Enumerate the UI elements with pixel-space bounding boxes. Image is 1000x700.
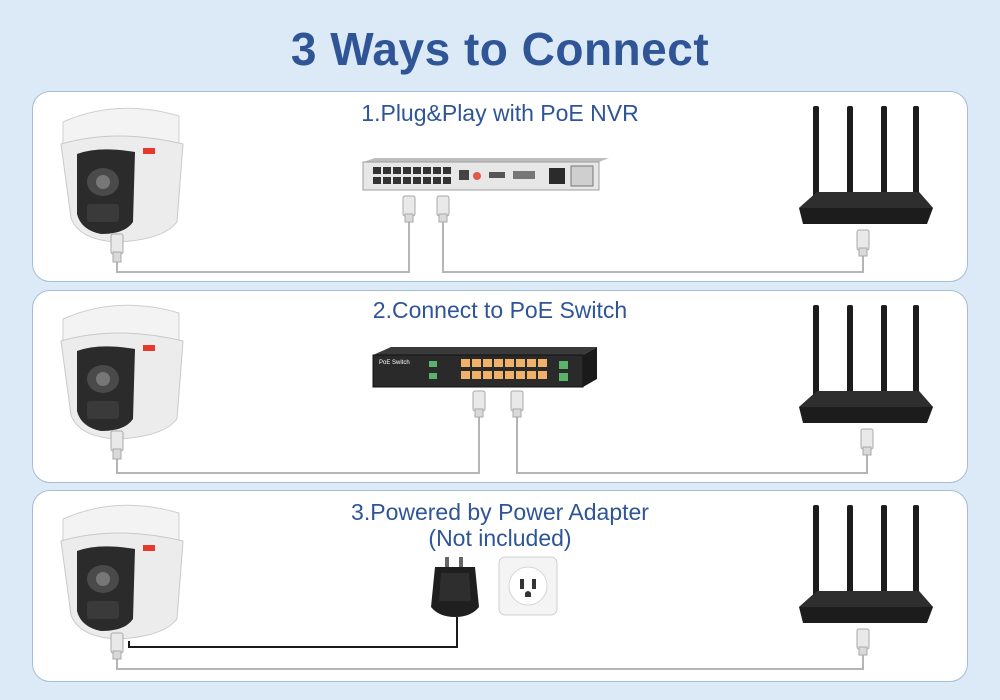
camera-to-adapter-cable xyxy=(128,617,458,648)
switch-brand-label: PoE Switch xyxy=(379,360,410,366)
adapter-connection-diagram xyxy=(60,504,933,670)
cable-lines xyxy=(116,222,864,273)
dome-camera-icon xyxy=(60,504,184,640)
wifi-router-icon xyxy=(799,505,933,623)
method-panel-nvr: 1.Plug&Play with PoE NVR xyxy=(32,91,968,282)
nvr-connection-diagram xyxy=(60,106,933,273)
rj45-connector-icon xyxy=(402,195,416,223)
rj45-connector-icon xyxy=(510,390,524,418)
wifi-router-icon xyxy=(799,106,933,224)
rj45-connector-icon xyxy=(110,430,124,460)
wall-outlet-icon xyxy=(498,556,558,616)
rj45-connector-icon xyxy=(856,229,870,257)
camera-to-nvr-cable xyxy=(116,222,410,273)
cable-lines xyxy=(116,617,864,670)
nvr-recorder-icon xyxy=(362,158,609,191)
rj45-connector-icon xyxy=(860,428,874,456)
power-adapter-icon xyxy=(431,557,479,617)
method-title-adapter: 3.Powered by Power Adapter xyxy=(351,499,649,525)
switch-to-router-cable xyxy=(516,415,868,474)
page-title: 3 Ways to Connect xyxy=(290,23,710,75)
rj45-connector-icon xyxy=(472,390,486,418)
camera-to-router-cable xyxy=(116,651,864,670)
method-title-switch: 2.Connect to PoE Switch xyxy=(372,297,628,323)
nvr-to-router-cable xyxy=(442,222,864,273)
switch-connection-diagram: PoE Switch xyxy=(60,304,933,474)
method-panel-switch: 2.Connect to PoE Switch PoE Switch xyxy=(32,290,968,483)
rj45-connector-icon xyxy=(110,632,124,660)
poe-switch-icon: PoE Switch xyxy=(372,347,597,388)
method-panel-adapter: 3.Powered by Power Adapter (Not included… xyxy=(32,490,968,682)
method-title-nvr: 1.Plug&Play with PoE NVR xyxy=(361,100,639,126)
rj45-connector-icon xyxy=(110,233,124,263)
dome-camera-icon xyxy=(60,304,184,440)
method-subtitle-adapter: (Not included) xyxy=(428,525,572,551)
dome-camera-icon xyxy=(60,107,184,243)
wifi-router-icon xyxy=(799,305,933,423)
cable-lines xyxy=(116,415,868,474)
camera-to-switch-cable xyxy=(116,415,480,474)
rj45-connector-icon xyxy=(436,195,450,223)
rj45-connector-icon xyxy=(856,628,870,656)
